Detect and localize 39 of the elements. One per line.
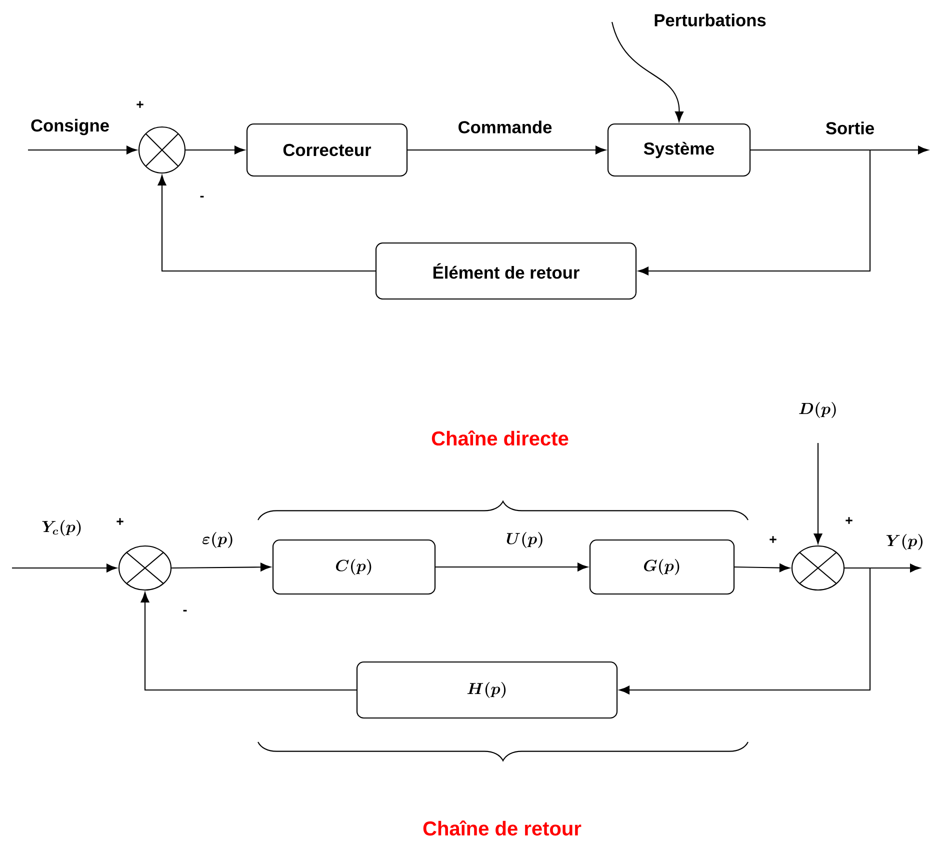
sign-label: +	[846, 517, 852, 524]
arrow	[734, 564, 790, 572]
arrow	[619, 567, 871, 694]
arrow	[408, 146, 606, 154]
summing-junction	[138, 126, 186, 174]
summing-junction	[118, 545, 172, 591]
edge-label: Consigne	[31, 118, 109, 136]
edge-label: $D(p)$	[799, 402, 836, 418]
edge-label: $\varepsilon(p)$	[202, 532, 232, 548]
sign-label: +	[136, 101, 144, 108]
block-box: $G(p)$	[589, 539, 735, 595]
arrow	[140, 592, 356, 691]
block-box: Système	[607, 123, 751, 177]
chain-label: Chaîne directe	[432, 430, 568, 446]
edge-label: Sortie	[826, 122, 874, 134]
edge-label: Commande	[458, 120, 552, 134]
block-box: $H(p)$	[356, 661, 618, 719]
arrow	[28, 146, 137, 154]
arrow	[814, 443, 822, 544]
chain-label: Chaîne de retour	[423, 820, 582, 836]
arrow	[172, 562, 271, 572]
arrow	[436, 562, 588, 572]
edge-label: $U(p)$	[506, 532, 542, 548]
edge-label: Perturbations	[654, 14, 766, 26]
arrow	[12, 564, 117, 572]
arrow	[186, 146, 245, 154]
sign-label: +	[116, 518, 124, 525]
block-box: Correcteur	[246, 123, 408, 177]
summing-junction	[791, 545, 845, 591]
arrow	[612, 22, 684, 122]
edge-label: $Y(p)$	[886, 534, 923, 550]
sign-label: -	[200, 196, 204, 198]
arrow	[158, 175, 376, 272]
arrow	[638, 149, 871, 276]
block-box: $C(p)$	[272, 539, 436, 595]
block-box: Élément de retour	[375, 242, 637, 300]
sign-label: -	[183, 610, 187, 612]
edge-label: $Y_c(p)$	[42, 520, 81, 536]
sign-label: +	[770, 536, 776, 543]
